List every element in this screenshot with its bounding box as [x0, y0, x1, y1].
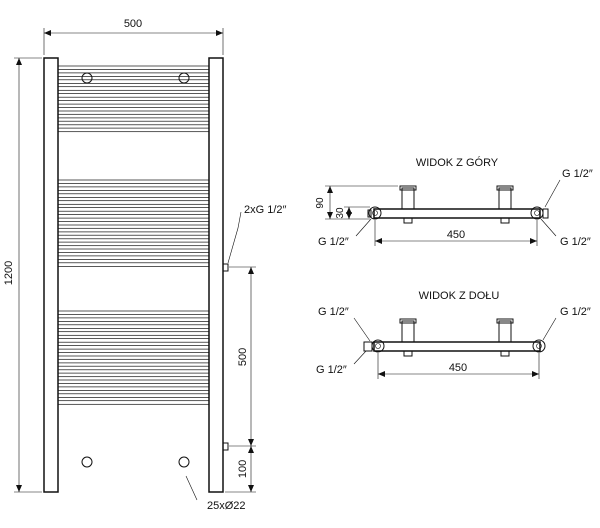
bottom-view-right-conn-label: G 1/2″ [560, 306, 591, 318]
d90-label: 90 [315, 197, 326, 209]
tube-1 [57, 65, 210, 70]
spacing-label: 500 [237, 348, 249, 366]
top-view-title: WIDOK Z GÓRY [416, 156, 499, 169]
tube-4 [57, 86, 210, 91]
tube-31 [57, 358, 210, 364]
tube-21 [57, 248, 210, 253]
bottom-view-connector-right [532, 339, 546, 353]
bottom-view-bracket-left [401, 320, 415, 343]
tube-9 [57, 120, 210, 126]
connection-leader [227, 211, 242, 264]
tube-16 [57, 214, 210, 219]
front-view: 500 1200 2xG 1/2″ 500 100 25xØ22 [3, 18, 287, 512]
tube-28 [57, 338, 210, 343]
tube-14 [57, 200, 210, 205]
mount-circle-bottom-left [81, 456, 93, 468]
top-view-width-label: 450 [447, 229, 465, 241]
left-collector [43, 57, 59, 493]
top-view-connector-left [368, 206, 382, 220]
tube-6 [57, 100, 210, 105]
tube-27 [57, 331, 210, 336]
bottom-offset-label: 100 [237, 460, 249, 478]
tube-7 [57, 107, 210, 112]
tube-30 [57, 352, 210, 357]
tube-25 [57, 317, 210, 322]
connector-stub-lower [222, 442, 229, 451]
tube-35 [57, 386, 210, 391]
connector-stub-upper [222, 263, 229, 272]
tubes-label: 25xØ22 [207, 500, 246, 512]
mount-circle-bottom-right [178, 456, 190, 468]
tube-18 [57, 227, 210, 233]
top-view-right-top-conn-label: G 1/2″ [562, 168, 593, 180]
bottom-view: WIDOK Z DOŁU 450 G 1/2″ G 1/2″ G 1/2″ [316, 290, 591, 379]
tube-37 [57, 400, 210, 405]
height-label: 1200 [3, 261, 15, 285]
tubes-leader [185, 475, 198, 501]
tube-19 [57, 234, 210, 240]
top-view-bracket-left [401, 187, 415, 210]
tube-26 [57, 324, 210, 329]
tube-36 [57, 393, 210, 398]
top-view-right-bottom-conn-label: G 1/2″ [560, 236, 591, 248]
tube-2 [57, 72, 210, 77]
tube-34 [57, 379, 210, 384]
top-view-bracket-right [498, 187, 512, 210]
bottom-view-body [373, 341, 541, 352]
tube-15 [57, 207, 210, 212]
tube-33 [57, 372, 210, 378]
horizontal-tubes [57, 65, 210, 405]
tube-8 [57, 113, 210, 119]
d30-label: 30 [335, 207, 346, 219]
tube-22 [57, 255, 210, 260]
tube-5 [57, 93, 210, 98]
bottom-view-left-top-conn-label: G 1/2″ [318, 306, 349, 318]
tube-32 [57, 365, 210, 371]
bottom-view-bracket-right [498, 320, 512, 343]
tube-23 [57, 262, 210, 267]
width-label: 500 [124, 18, 142, 30]
tube-17 [57, 221, 210, 226]
connection-label: 2xG 1/2″ [244, 204, 287, 216]
top-view-body [373, 208, 541, 219]
mount-circle-top-left [81, 72, 93, 84]
top-view-left-conn-label: G 1/2″ [318, 236, 349, 248]
tube-29 [57, 345, 210, 350]
tube-20 [57, 241, 210, 247]
tube-10 [57, 127, 210, 133]
tube-3 [57, 79, 210, 84]
tube-12 [57, 186, 210, 191]
tube-13 [57, 193, 210, 198]
bottom-view-left-bottom-conn-label: G 1/2″ [316, 364, 347, 376]
bottom-view-width-label: 450 [449, 362, 467, 374]
mount-circle-top-right [178, 72, 190, 84]
top-view: WIDOK Z GÓRY 90 30 450 G 1/2″ G [315, 156, 593, 248]
tube-11 [57, 179, 210, 184]
tube-24 [57, 310, 210, 315]
right-collector [208, 57, 224, 493]
bottom-view-title: WIDOK Z DOŁU [419, 290, 500, 302]
